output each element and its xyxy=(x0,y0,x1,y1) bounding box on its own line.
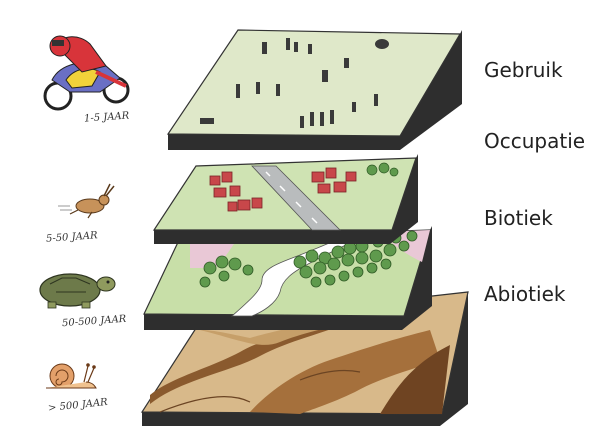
hare-icon xyxy=(58,184,114,218)
layer-label-abiotiek: Abiotiek xyxy=(484,282,565,306)
layer-label-occupatie: Occupatie xyxy=(484,129,585,153)
tortoise-icon xyxy=(40,274,115,308)
motorbike-icon xyxy=(45,36,128,109)
layer-label-gebruik: Gebruik xyxy=(484,58,563,82)
layer-label-biotiek: Biotiek xyxy=(484,206,553,230)
slab-gebruik xyxy=(168,30,462,150)
slab-occupatie xyxy=(154,154,418,244)
snail-icon xyxy=(46,363,96,388)
